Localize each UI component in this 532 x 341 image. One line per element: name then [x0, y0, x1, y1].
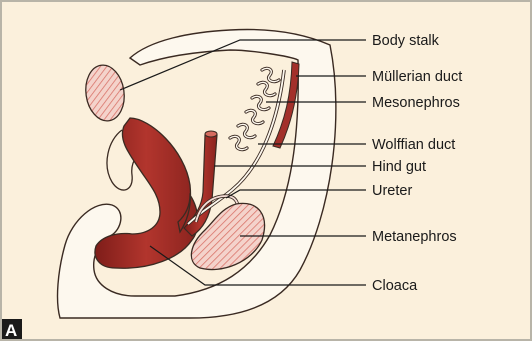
- label-wolffian-duct: Wolffian duct: [372, 137, 455, 153]
- label-metanephros: Metanephros: [372, 229, 457, 245]
- label-body-stalk: Body stalk: [372, 33, 440, 49]
- label-cloaca: Cloaca: [372, 278, 418, 294]
- cloaca-shape: [95, 118, 198, 268]
- label-ureter: Ureter: [372, 183, 412, 199]
- label-mullerian-duct: Müllerian duct: [372, 69, 462, 85]
- hind-gut-opening: [205, 131, 217, 137]
- panel-letter: A: [5, 321, 17, 340]
- body-stalk-shape: [82, 63, 127, 124]
- label-hind-gut: Hind gut: [372, 159, 426, 175]
- label-mesonephros: Mesonephros: [372, 95, 460, 111]
